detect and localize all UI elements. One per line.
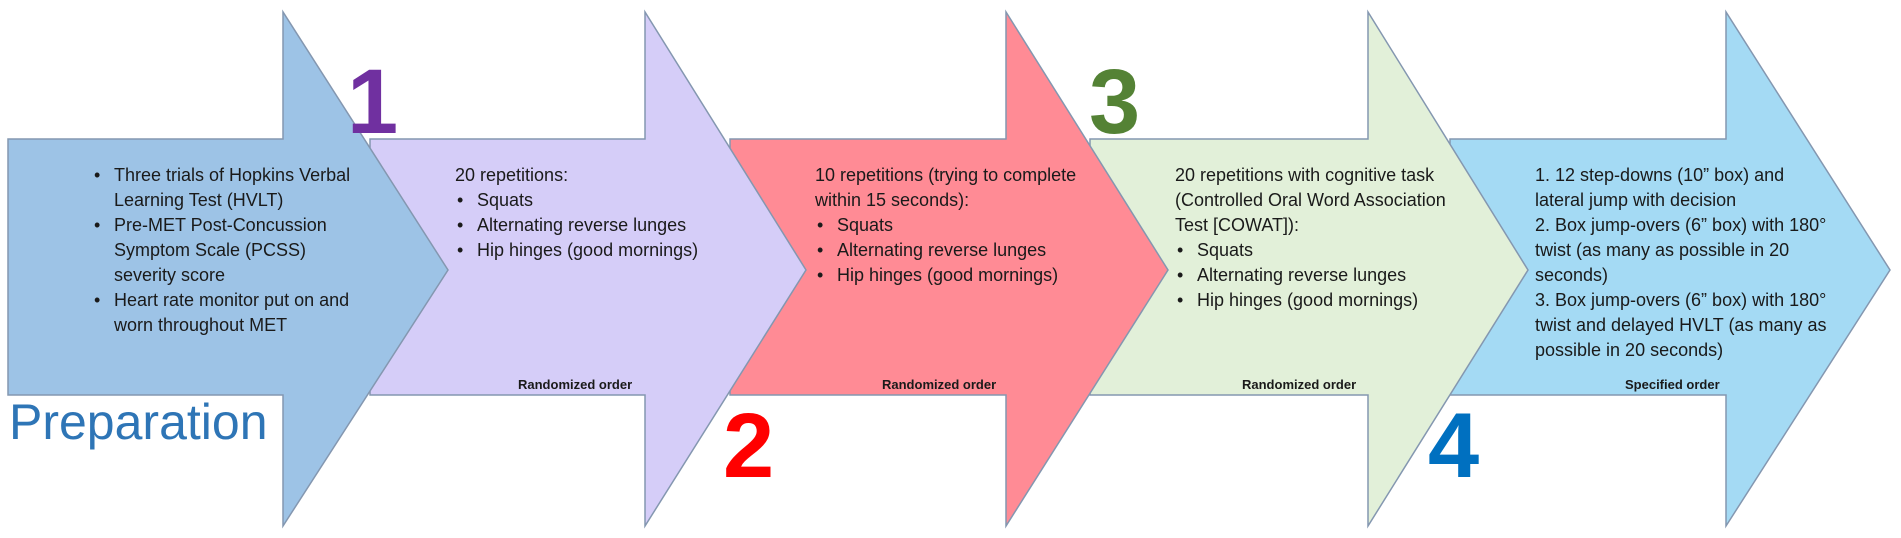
stage2-bullet: Hip hinges (good mornings)	[815, 263, 1105, 288]
stage3-bullet: Hip hinges (good mornings)	[1175, 288, 1465, 313]
preparation-bullet: Pre-MET Post-Concussion Symptom Scale (P…	[92, 213, 370, 288]
stage1-bullet: Alternating reverse lunges	[455, 213, 755, 238]
stage2-bullets: Squats Alternating reverse lunges Hip hi…	[815, 213, 1105, 288]
preparation-title: Preparation	[9, 394, 268, 450]
stage3-number: 3	[1089, 51, 1141, 153]
stage3-order-note: Randomized order	[1242, 377, 1357, 392]
preparation-bullet: Three trials of Hopkins Verbal Learning …	[92, 163, 370, 213]
stage3-text: 20 repetitions with cognitive task (Cont…	[1175, 163, 1465, 313]
stage2-order-note: Randomized order	[882, 377, 997, 392]
stage4-arrow	[1449, 9, 1891, 529]
stage3-bullet: Alternating reverse lunges	[1175, 263, 1465, 288]
stage4-number: 4	[1428, 395, 1480, 497]
stage3-bullet: Squats	[1175, 238, 1465, 263]
stage1-arrow	[369, 9, 807, 529]
stage1-order-note: Randomized order	[518, 377, 633, 392]
stage1-lead: 20 repetitions:	[455, 165, 569, 185]
stage1-bullet: Hip hinges (good mornings)	[455, 238, 755, 263]
stage2-number: 2	[723, 395, 775, 497]
preparation-bullets: Three trials of Hopkins Verbal Learning …	[92, 163, 370, 338]
stage2-bullet: Squats	[815, 213, 1105, 238]
stage4-item: 2. Box jump-overs (6” box) with 180° twi…	[1535, 215, 1827, 285]
stage4-item: 3. Box jump-overs (6” box) with 180° twi…	[1535, 290, 1827, 360]
stage1-bullet: Squats	[455, 188, 755, 213]
stage4-items: 1. 12 step-downs (10” box) and lateral j…	[1535, 163, 1831, 363]
stage1-number: 1	[347, 51, 399, 153]
stage1-text: 20 repetitions: Squats Alternating rever…	[455, 163, 755, 263]
stage2-text: 10 repetitions (trying to complete withi…	[815, 163, 1105, 288]
stage3-bullets: Squats Alternating reverse lunges Hip hi…	[1175, 238, 1465, 313]
stage4-item: 1. 12 step-downs (10” box) and lateral j…	[1535, 165, 1785, 210]
stage3-lead: 20 repetitions with cognitive task (Cont…	[1175, 165, 1446, 235]
stage2-lead: 10 repetitions (trying to complete withi…	[815, 165, 1077, 210]
stage4-text: 1. 12 step-downs (10” box) and lateral j…	[1535, 163, 1831, 363]
preparation-text: Three trials of Hopkins Verbal Learning …	[92, 163, 370, 338]
stage2-bullet: Alternating reverse lunges	[815, 238, 1105, 263]
stage4-order-note: Specified order	[1625, 377, 1720, 392]
preparation-bullet: Heart rate monitor put on and worn throu…	[92, 288, 370, 338]
stage1-bullets: Squats Alternating reverse lunges Hip hi…	[455, 188, 755, 263]
